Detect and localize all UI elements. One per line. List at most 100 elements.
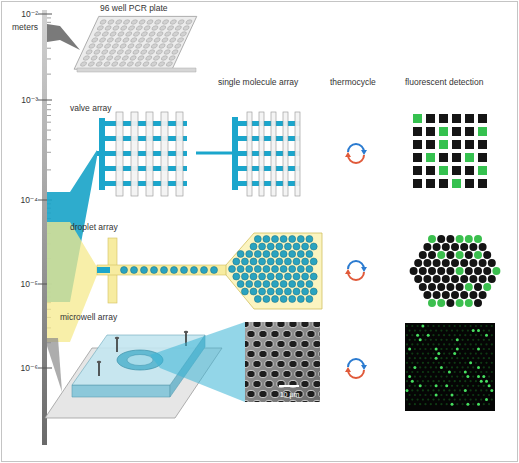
fluorescent-well <box>480 325 482 327</box>
plate-well <box>120 26 128 30</box>
control-line <box>146 112 153 196</box>
droplet <box>250 273 257 280</box>
sem-well <box>319 370 320 377</box>
plate-well <box>150 44 158 48</box>
sem-well <box>301 360 309 367</box>
detection-droplet <box>423 259 431 267</box>
fluorescent-well <box>459 399 461 401</box>
fluorescent-well <box>451 330 453 332</box>
detection-droplet <box>460 275 468 283</box>
detection-droplet <box>456 235 464 243</box>
fluorescent-well <box>422 371 424 373</box>
detection-cell <box>452 140 461 149</box>
fluorescent-well <box>462 394 464 396</box>
detection-cell <box>413 114 422 123</box>
fluorescent-well <box>414 394 416 396</box>
plate-well <box>159 26 167 30</box>
plate-well <box>185 20 193 24</box>
fluorescent-well <box>409 366 411 368</box>
fluorescent-well <box>437 352 440 355</box>
figure-label: valve array <box>70 103 150 113</box>
droplet <box>276 273 283 280</box>
detection-droplet <box>451 243 459 251</box>
sem-well <box>245 400 249 402</box>
control-line <box>116 112 123 196</box>
detection-cell <box>478 140 487 149</box>
detection-droplet <box>433 275 441 283</box>
detection-droplet <box>479 275 487 283</box>
droplet <box>280 296 287 303</box>
fluorescent-well <box>470 399 472 401</box>
fluorescent-well <box>424 348 426 350</box>
fluorescent-well <box>459 371 461 373</box>
fluorescent-well <box>464 380 466 382</box>
fluorescent-well <box>472 403 474 405</box>
detection-droplet <box>451 291 459 299</box>
droplet <box>276 288 283 295</box>
fluorescent-well <box>459 362 461 364</box>
droplet <box>259 243 266 250</box>
control-line <box>271 112 276 196</box>
sem-well <box>247 390 255 397</box>
droplet <box>306 266 313 273</box>
fluorescent-well <box>427 371 429 373</box>
plate-well <box>109 32 117 36</box>
fluorescent-well <box>430 357 432 359</box>
fluorescent-well <box>448 353 450 355</box>
plate-well <box>99 20 107 24</box>
droplet <box>272 296 279 303</box>
droplet <box>241 258 248 265</box>
droplet <box>272 251 279 258</box>
detection-droplet <box>451 259 459 267</box>
sem-well <box>247 350 255 357</box>
fluorescent-well <box>477 403 480 406</box>
droplet <box>280 236 287 243</box>
fluorescent-well <box>456 348 459 351</box>
fluorescent-well <box>414 330 416 332</box>
plate-well <box>161 38 169 42</box>
plate-well <box>88 44 96 48</box>
fluorescent-well <box>419 366 421 368</box>
droplet <box>310 288 317 295</box>
fluorescent-well <box>438 325 440 327</box>
detection-droplet <box>419 283 427 291</box>
detection-cell <box>413 153 422 162</box>
detection-droplet <box>488 259 496 267</box>
fluorescent-well <box>480 353 482 355</box>
droplet <box>237 281 244 288</box>
fluorescent-well <box>446 366 448 368</box>
fluorescent-well <box>446 403 448 405</box>
fluorescent-well <box>464 343 466 345</box>
detection-droplet <box>483 251 491 259</box>
sem-well <box>259 350 267 357</box>
fluorescent-well <box>438 362 440 364</box>
fluorescent-well <box>432 362 434 364</box>
detection-droplet <box>456 283 464 291</box>
figure-label: microwell array <box>60 312 150 322</box>
plate-well <box>98 56 106 60</box>
fluorescent-well <box>406 343 408 345</box>
sem-well <box>265 340 273 347</box>
detection-droplet <box>437 267 445 275</box>
plate-well <box>96 26 104 30</box>
plate-well <box>99 38 107 42</box>
detection-droplet <box>465 299 473 307</box>
plate-edge <box>77 68 196 72</box>
fluorescent-well <box>413 366 416 369</box>
chip-port <box>115 337 119 339</box>
figure-label: single molecule array <box>218 77 323 87</box>
droplet <box>267 288 274 295</box>
detection-cell <box>478 127 487 136</box>
fluorescent-well <box>470 353 472 355</box>
minor-tick <box>47 139 51 140</box>
fluorescent-well <box>467 357 469 359</box>
droplet <box>289 251 296 258</box>
plate-well <box>145 56 153 60</box>
fluorescent-well <box>472 357 474 359</box>
fluorescent-well <box>477 348 480 351</box>
fluorescent-well <box>419 384 422 387</box>
fluorescent-well <box>488 330 490 332</box>
detection-cell <box>413 127 422 136</box>
plate-well <box>169 20 177 24</box>
fluorescent-well <box>430 339 432 341</box>
